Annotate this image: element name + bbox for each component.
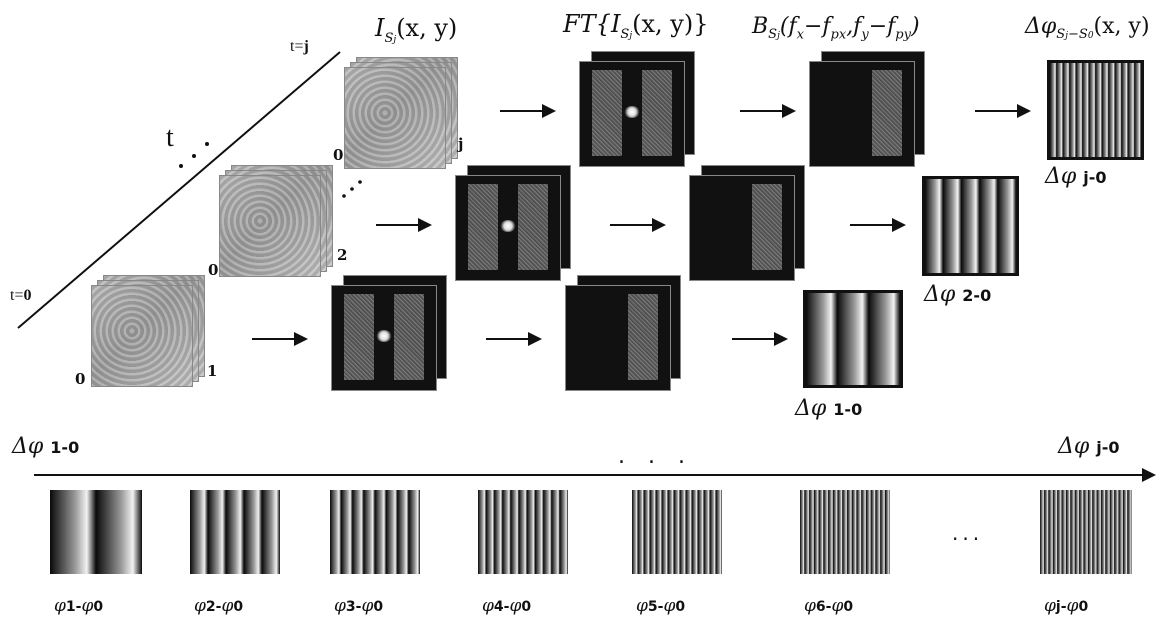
phase-sep: - bbox=[355, 599, 362, 615]
phase-index-b: 0 bbox=[521, 599, 532, 615]
arrow-row-1-1 bbox=[252, 332, 308, 346]
phase-symbol-a: φ bbox=[482, 596, 494, 616]
phase-symbol-a: φ bbox=[1044, 596, 1056, 616]
row-1-last-index: 1 bbox=[207, 362, 218, 380]
phase-pattern-1 bbox=[50, 490, 142, 574]
result-label-row-2: Δφ 2-0 bbox=[924, 282, 992, 307]
arrow-row-2-3 bbox=[850, 218, 906, 232]
phase-pattern-label-6: φ6-φ0 bbox=[804, 596, 853, 616]
phase-sep: - bbox=[1060, 599, 1067, 615]
phase-symbol-a: φ bbox=[334, 596, 346, 616]
phase-pattern-4 bbox=[478, 490, 568, 574]
phase-index-b: 0 bbox=[233, 599, 244, 615]
phase-index-a: j bbox=[1055, 599, 1061, 615]
phase-index-b: 0 bbox=[93, 599, 104, 615]
row-1-first-index: 0 bbox=[75, 370, 86, 388]
phase-sep: - bbox=[75, 599, 82, 615]
phase-index-b: 0 bbox=[675, 599, 686, 615]
arrow-row-2-2 bbox=[610, 218, 666, 232]
arrow-row-j-2 bbox=[740, 104, 796, 118]
phase-symbol-b: φ bbox=[361, 596, 374, 616]
phase-symbol-a: φ bbox=[194, 596, 206, 616]
phase-fringe-row-j bbox=[1047, 60, 1144, 160]
phase-pattern-label-1: φ1-φ0 bbox=[54, 596, 103, 616]
phase-pattern-3 bbox=[330, 490, 420, 574]
arrow-row-2-1 bbox=[376, 218, 432, 232]
phase-sep: - bbox=[503, 599, 510, 615]
timeline-left-label: Δφ 1-0 bbox=[12, 434, 80, 459]
row-2-first-index: 0 bbox=[208, 261, 219, 279]
phase-fringe-row-1 bbox=[803, 290, 903, 388]
arrow-row-1-2 bbox=[486, 332, 542, 346]
phase-fringe-row-2 bbox=[922, 176, 1019, 276]
time-t-label: t bbox=[166, 122, 174, 153]
row-j-first-index: 0 bbox=[333, 146, 344, 164]
time-end-label: t=j bbox=[290, 38, 309, 55]
phase-index-b: 0 bbox=[1078, 599, 1089, 615]
phase-symbol-a: φ bbox=[636, 596, 648, 616]
header-fourier: FT{ISj(x, y)} bbox=[563, 10, 709, 42]
result-label-row-1: Δφ 1-0 bbox=[795, 396, 863, 421]
phase-index-a: 4 bbox=[493, 599, 504, 615]
phase-pattern-7 bbox=[1040, 490, 1132, 574]
phase-symbol-b: φ bbox=[663, 596, 676, 616]
timeline-ellipsis: . . . bbox=[618, 444, 693, 469]
phase-symbol-b: φ bbox=[221, 596, 234, 616]
phase-index-a: 5 bbox=[647, 599, 658, 615]
phase-index-a: 1 bbox=[65, 599, 76, 615]
timeline-arrow bbox=[34, 468, 1156, 482]
arrow-row-j-3 bbox=[975, 104, 1031, 118]
arrow-row-1-3 bbox=[732, 332, 788, 346]
phase-symbol-a: φ bbox=[54, 596, 66, 616]
phase-pattern-label-2: φ2-φ0 bbox=[194, 596, 243, 616]
time-start-label: t=0 bbox=[10, 287, 32, 304]
header-phase: ΔφSj−S0(x, y) bbox=[1025, 14, 1150, 43]
phase-pattern-2 bbox=[190, 490, 280, 574]
timeline-right-label: Δφ j-0 bbox=[1058, 434, 1120, 459]
row-2-last-index: 2 bbox=[337, 246, 348, 264]
phase-index-a: 2 bbox=[205, 599, 216, 615]
phase-symbol-b: φ bbox=[81, 596, 94, 616]
result-label-row-j: Δφ j-0 bbox=[1045, 164, 1107, 189]
stack-dots bbox=[340, 176, 370, 204]
time-dots bbox=[178, 136, 218, 178]
phase-index-b: 0 bbox=[843, 599, 854, 615]
phase-sep: - bbox=[657, 599, 664, 615]
phase-pattern-label-3: φ3-φ0 bbox=[334, 596, 383, 616]
header-intensity: ISj(x, y) bbox=[375, 14, 458, 46]
row-j-last-index: j bbox=[458, 135, 464, 153]
arrow-row-j-1 bbox=[500, 104, 556, 118]
phase-symbol-b: φ bbox=[1066, 596, 1079, 616]
phase-pattern-5 bbox=[632, 490, 722, 574]
phase-symbol-b: φ bbox=[509, 596, 522, 616]
phase-index-b: 0 bbox=[373, 599, 384, 615]
phase-pattern-label-7: φj-φ0 bbox=[1044, 596, 1088, 616]
pattern-ellipsis: ... bbox=[952, 521, 984, 545]
phase-symbol-b: φ bbox=[831, 596, 844, 616]
phase-pattern-label-4: φ4-φ0 bbox=[482, 596, 531, 616]
phase-sep: - bbox=[825, 599, 832, 615]
phase-symbol-a: φ bbox=[804, 596, 816, 616]
header-bandpass: BSj(fx−fpx,fy−fpy) bbox=[752, 14, 920, 43]
phase-sep: - bbox=[215, 599, 222, 615]
phase-index-a: 6 bbox=[815, 599, 826, 615]
phase-pattern-6 bbox=[800, 490, 890, 574]
phase-pattern-label-5: φ5-φ0 bbox=[636, 596, 685, 616]
phase-index-a: 3 bbox=[345, 599, 356, 615]
